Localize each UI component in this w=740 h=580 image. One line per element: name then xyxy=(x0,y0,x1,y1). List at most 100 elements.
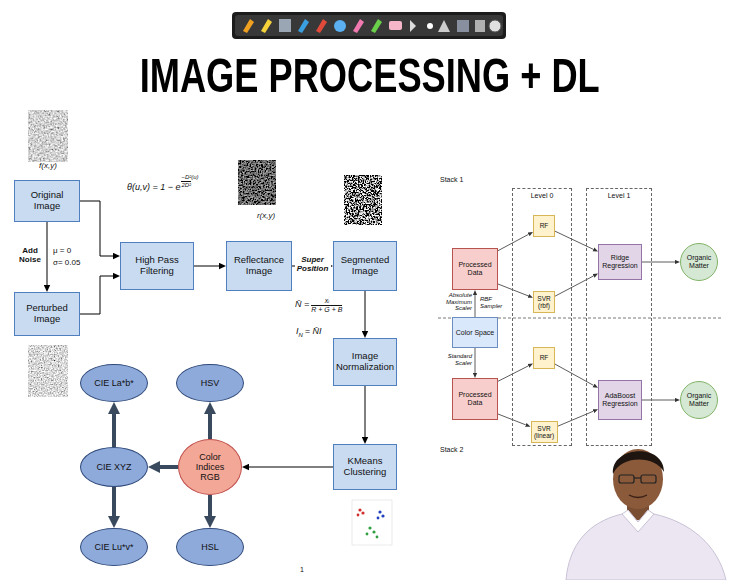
connector-arrow xyxy=(112,487,116,516)
process-box: Original Image xyxy=(14,180,80,222)
model-box: SVR (linear) xyxy=(531,421,558,443)
node-label: HSV xyxy=(201,378,220,388)
toolbar-inner xyxy=(235,15,503,36)
connector-arrow xyxy=(47,222,48,285)
presenter-hair xyxy=(613,451,664,474)
connector-arrow xyxy=(208,495,212,516)
node-label: Reflectance Image xyxy=(229,255,289,276)
node-label: RGB xyxy=(200,472,220,482)
node-label: High Pass Filtering xyxy=(123,255,191,276)
model-box: RF xyxy=(533,347,555,369)
presenter-glasses xyxy=(634,477,641,478)
model-box: SVR (rbf) xyxy=(533,291,555,313)
presenter-glasses xyxy=(619,475,634,483)
edge-label: Super Position xyxy=(295,256,331,274)
text-label: N xyxy=(299,332,303,339)
node-label: Organic Matter xyxy=(685,254,712,270)
node-text-group: HSV xyxy=(186,378,235,388)
connector-arrow xyxy=(365,291,366,331)
connector-arrow xyxy=(555,231,594,249)
reflectance-image-thumbnail xyxy=(238,160,276,205)
node-label: CIE La*b* xyxy=(94,378,134,388)
node-label: Segmented Image xyxy=(336,255,394,276)
presenter-shirt xyxy=(566,514,726,580)
color-space-ellipse: CIE XYZ xyxy=(80,447,148,487)
eraser-icon xyxy=(389,21,402,30)
presenter-collar xyxy=(622,510,654,532)
color-space-box: Color Space xyxy=(452,317,498,348)
node-label: Level 1 xyxy=(608,192,631,200)
meta-model-box: AdaBoost Regression xyxy=(598,380,642,420)
color-space-ellipse: HSL xyxy=(176,528,244,566)
cluster-frame xyxy=(352,500,392,545)
node-text-group: Segmented Image xyxy=(336,255,394,276)
node-text-group: Ridge Regression xyxy=(601,254,639,270)
node-text-group: Organic Matter xyxy=(685,392,712,408)
node-text-group: Color Space xyxy=(455,329,495,337)
output-circle: Organic Matter xyxy=(680,381,718,419)
node-text-group: Color IndicesRGB xyxy=(187,452,233,482)
cluster-dot xyxy=(358,508,361,511)
node-label: Level 0 xyxy=(531,192,554,200)
node-label: Processed Data xyxy=(455,391,495,407)
presenter-head xyxy=(613,449,663,509)
connector-arrow xyxy=(558,411,594,426)
cluster-dot xyxy=(377,517,380,520)
connector-arrow xyxy=(498,284,528,296)
text-label: σ= 0.05 xyxy=(53,259,80,268)
node-text-group: Original Image xyxy=(17,190,77,211)
node-text-group: KMeans Clustering xyxy=(336,456,394,477)
node-text-group: AdaBoost Regression xyxy=(601,392,639,408)
color-space-ellipse: HSV xyxy=(176,364,244,402)
process-box: High Pass Filtering xyxy=(120,242,194,290)
text-label: 1 xyxy=(300,566,304,574)
node-text-group: HSL xyxy=(186,542,235,552)
shape-icon xyxy=(438,20,450,32)
pointer-icon xyxy=(410,20,416,32)
node-text-group: Processed Data xyxy=(455,391,495,407)
node-label: Color Space xyxy=(456,329,495,337)
connector-arrow xyxy=(194,266,219,267)
original-image-thumbnail xyxy=(28,110,68,162)
node-label: Processed Data xyxy=(455,261,495,277)
node-label: HSL xyxy=(201,542,219,552)
connector-arrow xyxy=(208,414,212,439)
presenter-photo xyxy=(566,449,726,580)
node-text-group: Image Normalization xyxy=(336,351,394,372)
process-box: Segmented Image xyxy=(333,241,397,291)
text-label: = N̄I xyxy=(305,327,322,337)
process-box: Perturbed Image xyxy=(14,292,80,336)
node-label: Organic Matter xyxy=(685,392,712,408)
settings-icon xyxy=(489,20,501,32)
node-text-group: RF xyxy=(536,222,552,229)
cluster-dot xyxy=(381,514,384,517)
slide-title: IMAGE PROCESSING + DL xyxy=(140,52,600,100)
text-label: Stack 1 xyxy=(440,176,463,184)
text-label: r(x,y) xyxy=(257,212,275,221)
cluster-dot xyxy=(376,536,379,539)
node-label: KMeans Clustering xyxy=(336,456,394,477)
node-text-group: SVR (linear) xyxy=(534,425,555,440)
text-label: I xyxy=(296,327,299,337)
node-text-group: Reflectance Image xyxy=(229,255,289,276)
node-label: Ridge Regression xyxy=(601,254,639,270)
connector-arrow xyxy=(498,234,529,250)
presenter-glasses xyxy=(641,475,656,483)
pen-icon xyxy=(298,19,309,33)
node-text-group: CIE Lu*v* xyxy=(90,542,139,552)
toolbar xyxy=(232,12,506,39)
text-label: Stack 2 xyxy=(440,446,463,454)
color-space-ellipse: CIE La*b* xyxy=(80,364,148,402)
connector-arrow xyxy=(642,262,675,263)
cluster-dot xyxy=(368,526,371,529)
node-text-group: Level 1 xyxy=(588,192,650,200)
node-label: RF xyxy=(540,354,549,361)
text-label: N̄ = xyxy=(295,300,309,310)
node-text-group: Level 0 xyxy=(514,192,570,200)
edge-label: Absolute Maximum Scaler xyxy=(442,292,472,312)
color-indices-circle: Color IndicesRGB xyxy=(178,439,242,495)
presenter-mouth xyxy=(629,495,647,498)
model-box: RF xyxy=(533,215,555,237)
node-label: CIE Lu*v* xyxy=(94,542,133,552)
node-text-group: Perturbed Image xyxy=(17,303,77,324)
